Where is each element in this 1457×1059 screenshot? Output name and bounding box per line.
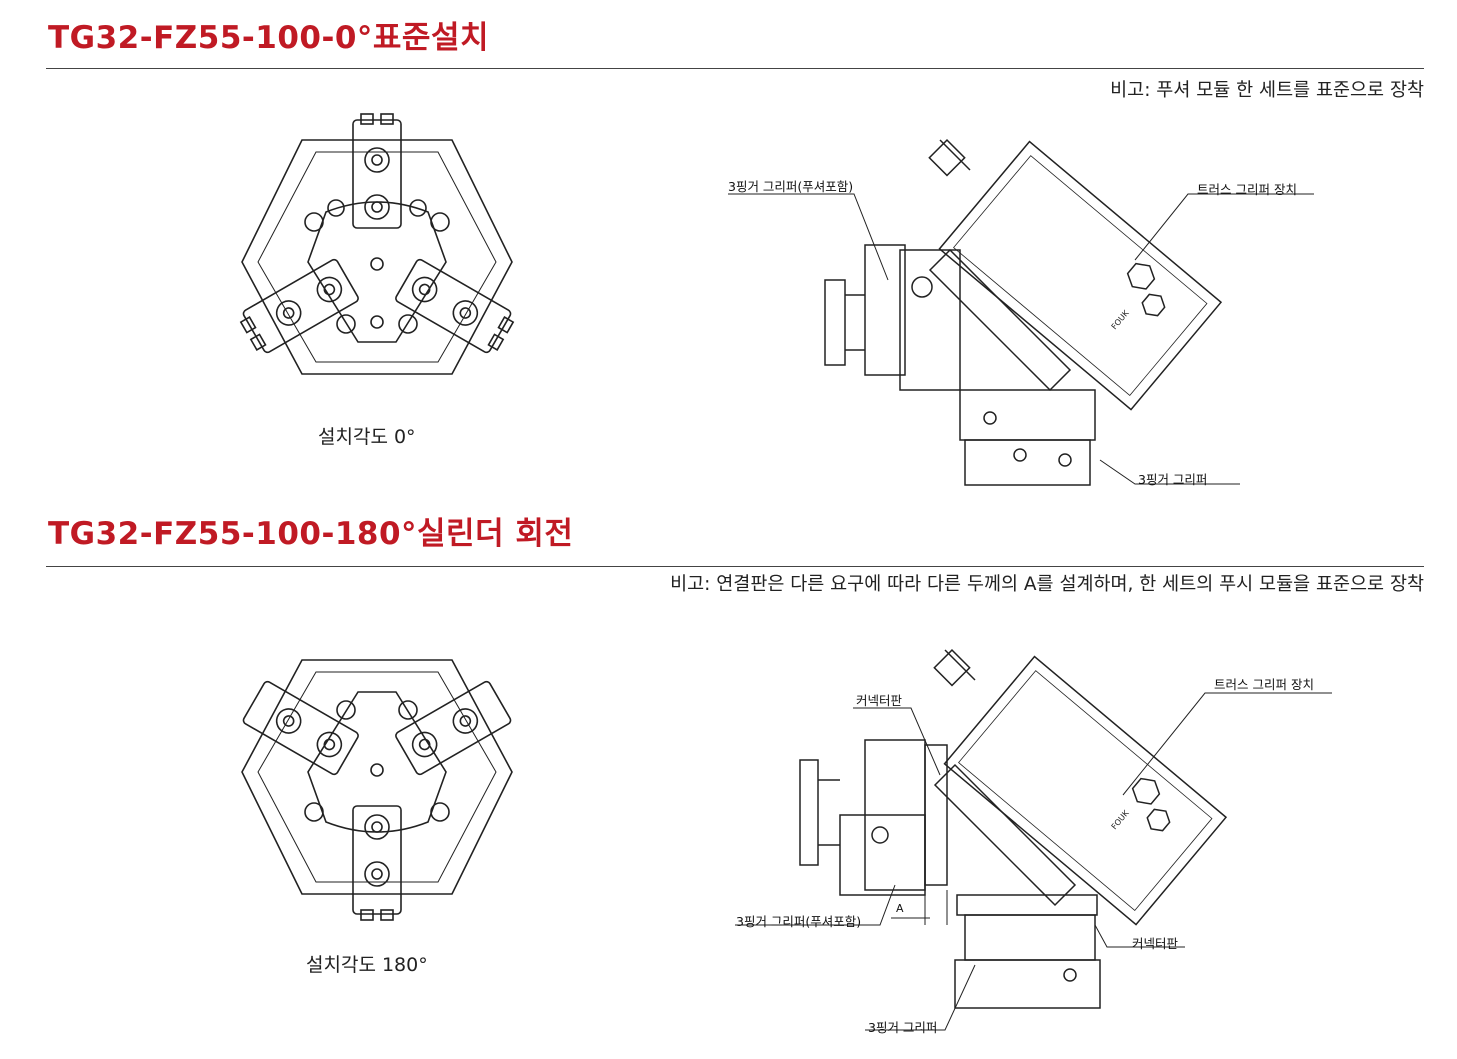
section1-title: TG32-FZ55-100-0°표준설치 <box>48 20 489 56</box>
label-dim-a: A <box>896 902 904 915</box>
label-truss-device: 트러스 그리퍼 장치 <box>1197 182 1297 197</box>
label-truss-device-2: 트러스 그리퍼 장치 <box>1214 677 1314 692</box>
gripper-top-view-0deg <box>239 113 515 375</box>
gripper-top-view-180deg <box>241 659 513 921</box>
label-connector-right: 커넥터판 <box>1132 936 1179 951</box>
label-gripper-pusher: 3핑거 그리퍼(푸셔포함) <box>728 179 854 194</box>
label-gripper-2: 3핑거 그리퍼 <box>868 1020 938 1035</box>
section1-remark: 비고: 푸셔 모듈 한 세트를 표준으로 장착 <box>1110 80 1424 101</box>
svg-text:FOUK: FOUK <box>1110 808 1132 831</box>
gripper-side-view-0deg: FOUK <box>728 138 1314 486</box>
section1-caption: 설치각도 0° <box>318 426 416 448</box>
label-connector-top: 커넥터판 <box>856 693 903 708</box>
label-gripper-pusher-2: 3핑거 그리퍼(푸셔포함) <box>736 914 862 929</box>
label-gripper: 3핑거 그리퍼 <box>1138 472 1208 487</box>
section2-caption: 설치각도 180° <box>306 954 428 976</box>
svg-text:FOUK: FOUK <box>1110 308 1132 331</box>
section2-remark: 비고: 연결판은 다른 요구에 따라 다른 두께의 A를 설계하며, 한 세트의… <box>670 574 1424 595</box>
gripper-side-view-180deg: FOUK <box>735 648 1332 1031</box>
section2-title: TG32-FZ55-100-180°실린더 회전 <box>48 516 574 552</box>
section2-divider <box>46 566 1424 567</box>
section1-divider <box>46 68 1424 69</box>
